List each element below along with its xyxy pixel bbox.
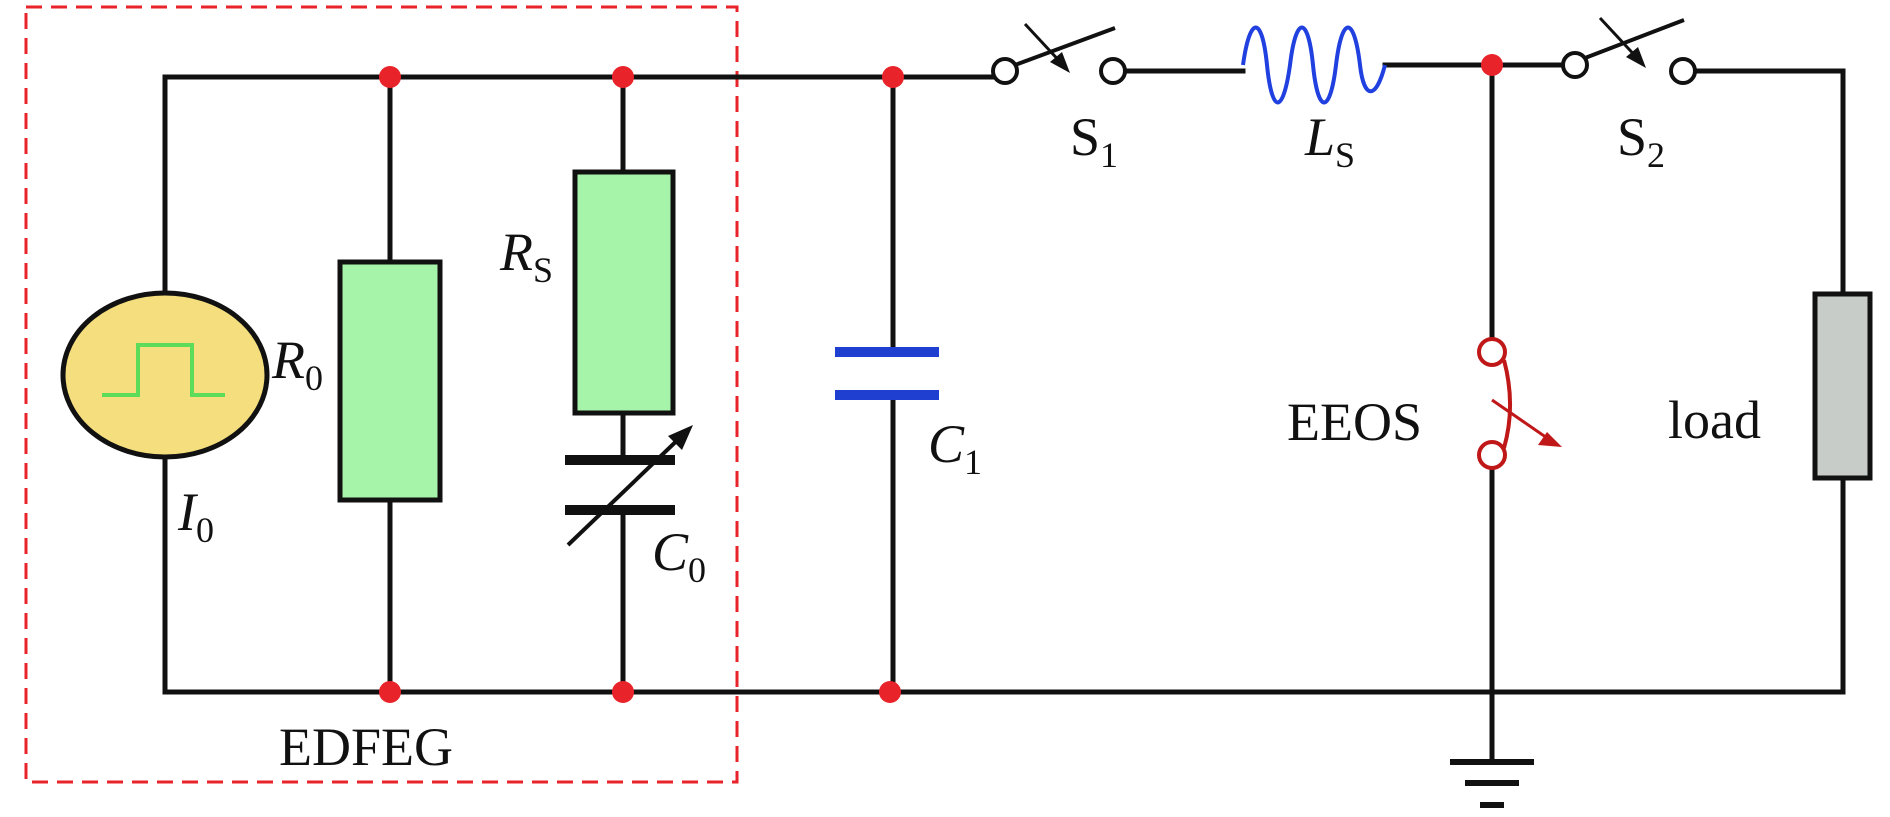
label-c0: C0: [652, 522, 706, 590]
junction-node: [612, 681, 634, 703]
variable-capacitor-icon: [565, 425, 693, 547]
label-load: load: [1668, 390, 1761, 450]
junction-node: [379, 66, 401, 88]
switch-s2: [1561, 16, 1697, 85]
label-eeos: EEOS: [1287, 392, 1422, 452]
label-s2: S2: [1617, 107, 1665, 175]
capacitor-c1: [835, 347, 939, 400]
junction-node: [879, 681, 901, 703]
label-i0: I0: [177, 482, 214, 550]
ground-icon: [1450, 759, 1534, 808]
junction-node: [882, 66, 904, 88]
resistor-rs: [572, 169, 676, 416]
pulse-waveform: [102, 343, 225, 397]
switch-s1: [991, 22, 1127, 85]
junction-node: [612, 66, 634, 88]
current-source: [60, 290, 270, 460]
resistor-r0: [337, 259, 443, 503]
junction-nodes: [379, 54, 1503, 703]
label-c1: C1: [928, 414, 982, 482]
pulse-current-source-icon: [60, 290, 270, 460]
junction-node: [379, 681, 401, 703]
label-r0: R0: [271, 330, 323, 398]
load-resistor: [1812, 291, 1873, 481]
inductor-icon: [1241, 25, 1387, 105]
wires: [162, 62, 1846, 763]
label-s1: S1: [1070, 107, 1118, 175]
edfeg-boundary: [24, 5, 739, 784]
opening-switch-icon: [1477, 337, 1562, 470]
label-ls: LS: [1304, 107, 1355, 175]
label-rs: RS: [499, 222, 553, 290]
label-edfeg: EDFEG: [279, 717, 453, 777]
junction-node: [1481, 54, 1503, 76]
